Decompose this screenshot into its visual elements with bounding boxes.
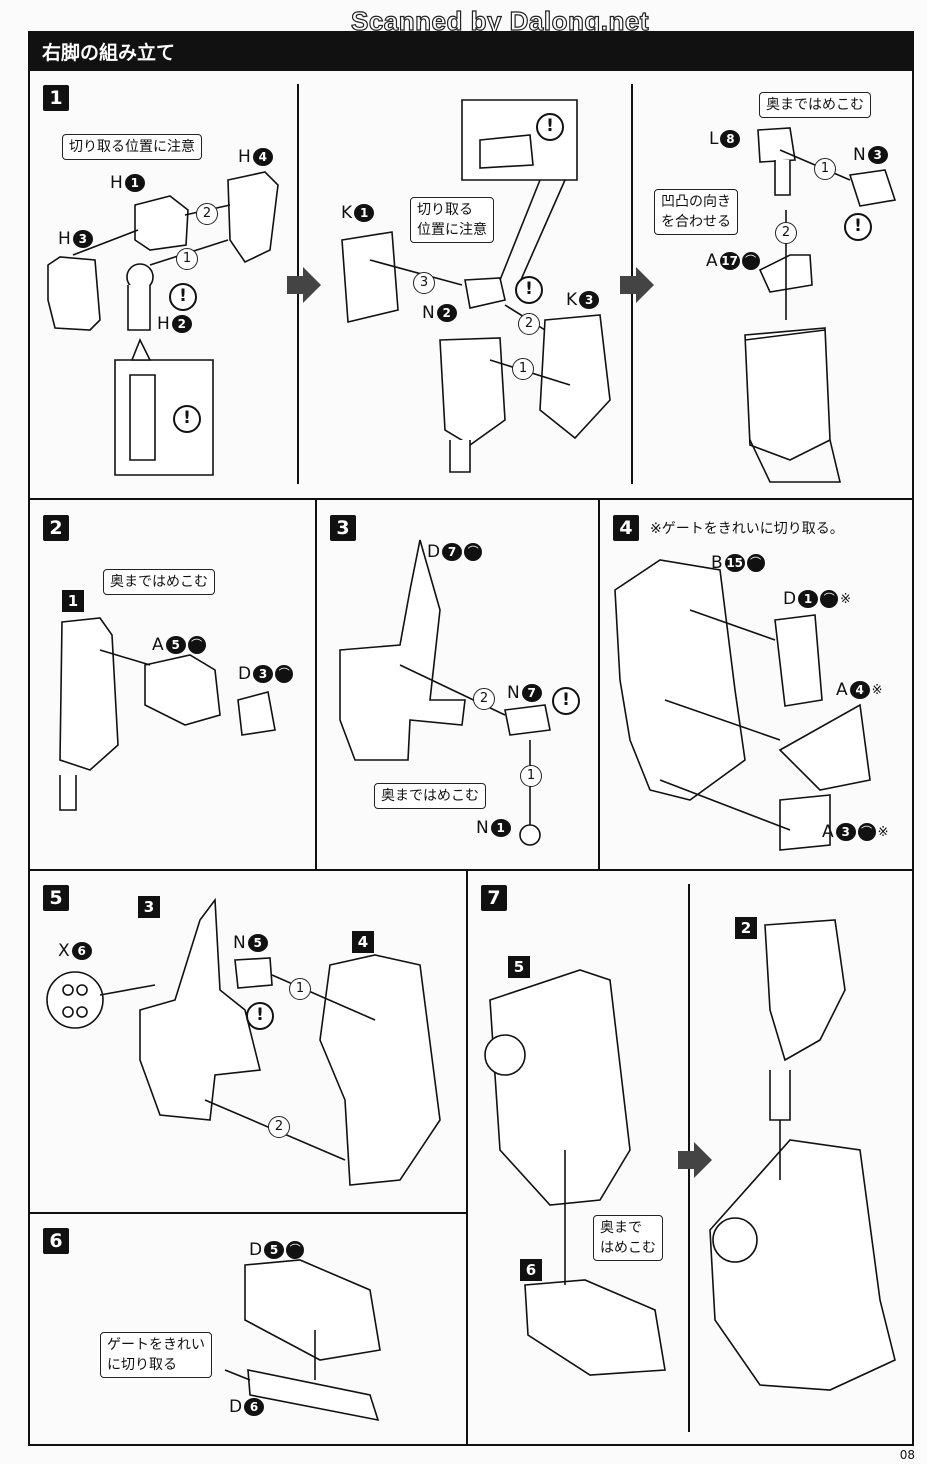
gate-icon: ⌒ (187, 636, 206, 654)
flow-arrow-head (303, 267, 321, 303)
order-marker: 2 (268, 1116, 290, 1138)
caution-icon: ! (844, 213, 872, 241)
flow-arrow (620, 276, 636, 294)
gate-icon: ⌒ (275, 665, 294, 683)
section-header: 右脚の組み立て (28, 31, 914, 69)
order-marker: 2 (473, 688, 495, 710)
callout-push-in: 奥まではめこむ (103, 569, 215, 595)
gate-icon: ⌒ (820, 590, 839, 608)
gate-icon: ⌒ (857, 823, 876, 841)
subassembly-ref: 5 (508, 956, 530, 978)
order-marker: 1 (289, 978, 311, 1000)
order-marker: 2 (196, 203, 218, 225)
step-number-3: 3 (330, 515, 356, 541)
step-number-5: 5 (43, 885, 69, 911)
callout-line: ゲートをきれい (107, 1337, 205, 1353)
subassembly-ref: 3 (138, 896, 160, 918)
flow-arrow (678, 1151, 694, 1169)
callout-line: 位置に注意 (417, 222, 487, 238)
flow-arrow-head (636, 267, 654, 303)
subassembly-ref: 6 (520, 1259, 542, 1281)
gate-icon: ⌒ (741, 252, 760, 270)
step4-note: ※ゲートをきれいに切り取る。 (650, 521, 844, 537)
step-number-2: 2 (43, 515, 69, 541)
gate-icon: ⌒ (746, 554, 765, 572)
order-marker: 2 (775, 222, 797, 244)
gate-icon: ⌒ (286, 1241, 305, 1259)
flow-arrow (287, 276, 303, 294)
callout-line: はめこむ (600, 1240, 656, 1256)
callout-align: 凹凸の向き を合わせる (654, 189, 738, 235)
order-marker: 1 (814, 158, 836, 180)
order-marker: 1 (176, 248, 198, 270)
flow-arrow-head (694, 1142, 712, 1178)
order-marker: 3 (413, 272, 435, 294)
step-number-4: 4 (613, 515, 639, 541)
step-number-1: 1 (43, 85, 69, 111)
caution-icon: ! (246, 1002, 274, 1030)
step-number-7: 7 (481, 885, 507, 911)
caution-icon: ! (515, 276, 543, 304)
gate-icon: ⌒ (464, 543, 483, 561)
section-title: 右脚の組み立て (42, 42, 176, 64)
subassembly-ref: 1 (62, 590, 84, 612)
order-marker: 1 (520, 765, 542, 787)
callout-line: を合わせる (661, 214, 731, 230)
caution-icon: ! (552, 687, 580, 715)
subassembly-ref: 2 (735, 917, 757, 939)
callout-line: に切り取る (107, 1357, 177, 1373)
callout-line: 凹凸の向き (661, 194, 731, 210)
page-number: 08 (899, 1448, 915, 1462)
callout-line: 奥まで (600, 1220, 642, 1236)
callout-push-in: 奥まで はめこむ (593, 1215, 663, 1261)
callout-push-in: 奥まではめこむ (759, 92, 871, 118)
order-marker: 2 (518, 313, 540, 335)
callout-cut-position: 切り取る位置に注意 (62, 134, 202, 160)
caution-icon: ! (536, 113, 564, 141)
caution-icon: ! (173, 405, 201, 433)
order-marker: 1 (512, 358, 534, 380)
callout-push-in: 奥まではめこむ (374, 783, 486, 809)
callout-cut-position: 切り取る 位置に注意 (410, 197, 494, 243)
caution-icon: ! (169, 283, 197, 311)
step-number-6: 6 (43, 1228, 69, 1254)
callout-line: 切り取る (417, 202, 473, 218)
subassembly-ref: 4 (352, 931, 374, 953)
callout-gate: ゲートをきれい に切り取る (100, 1332, 212, 1378)
